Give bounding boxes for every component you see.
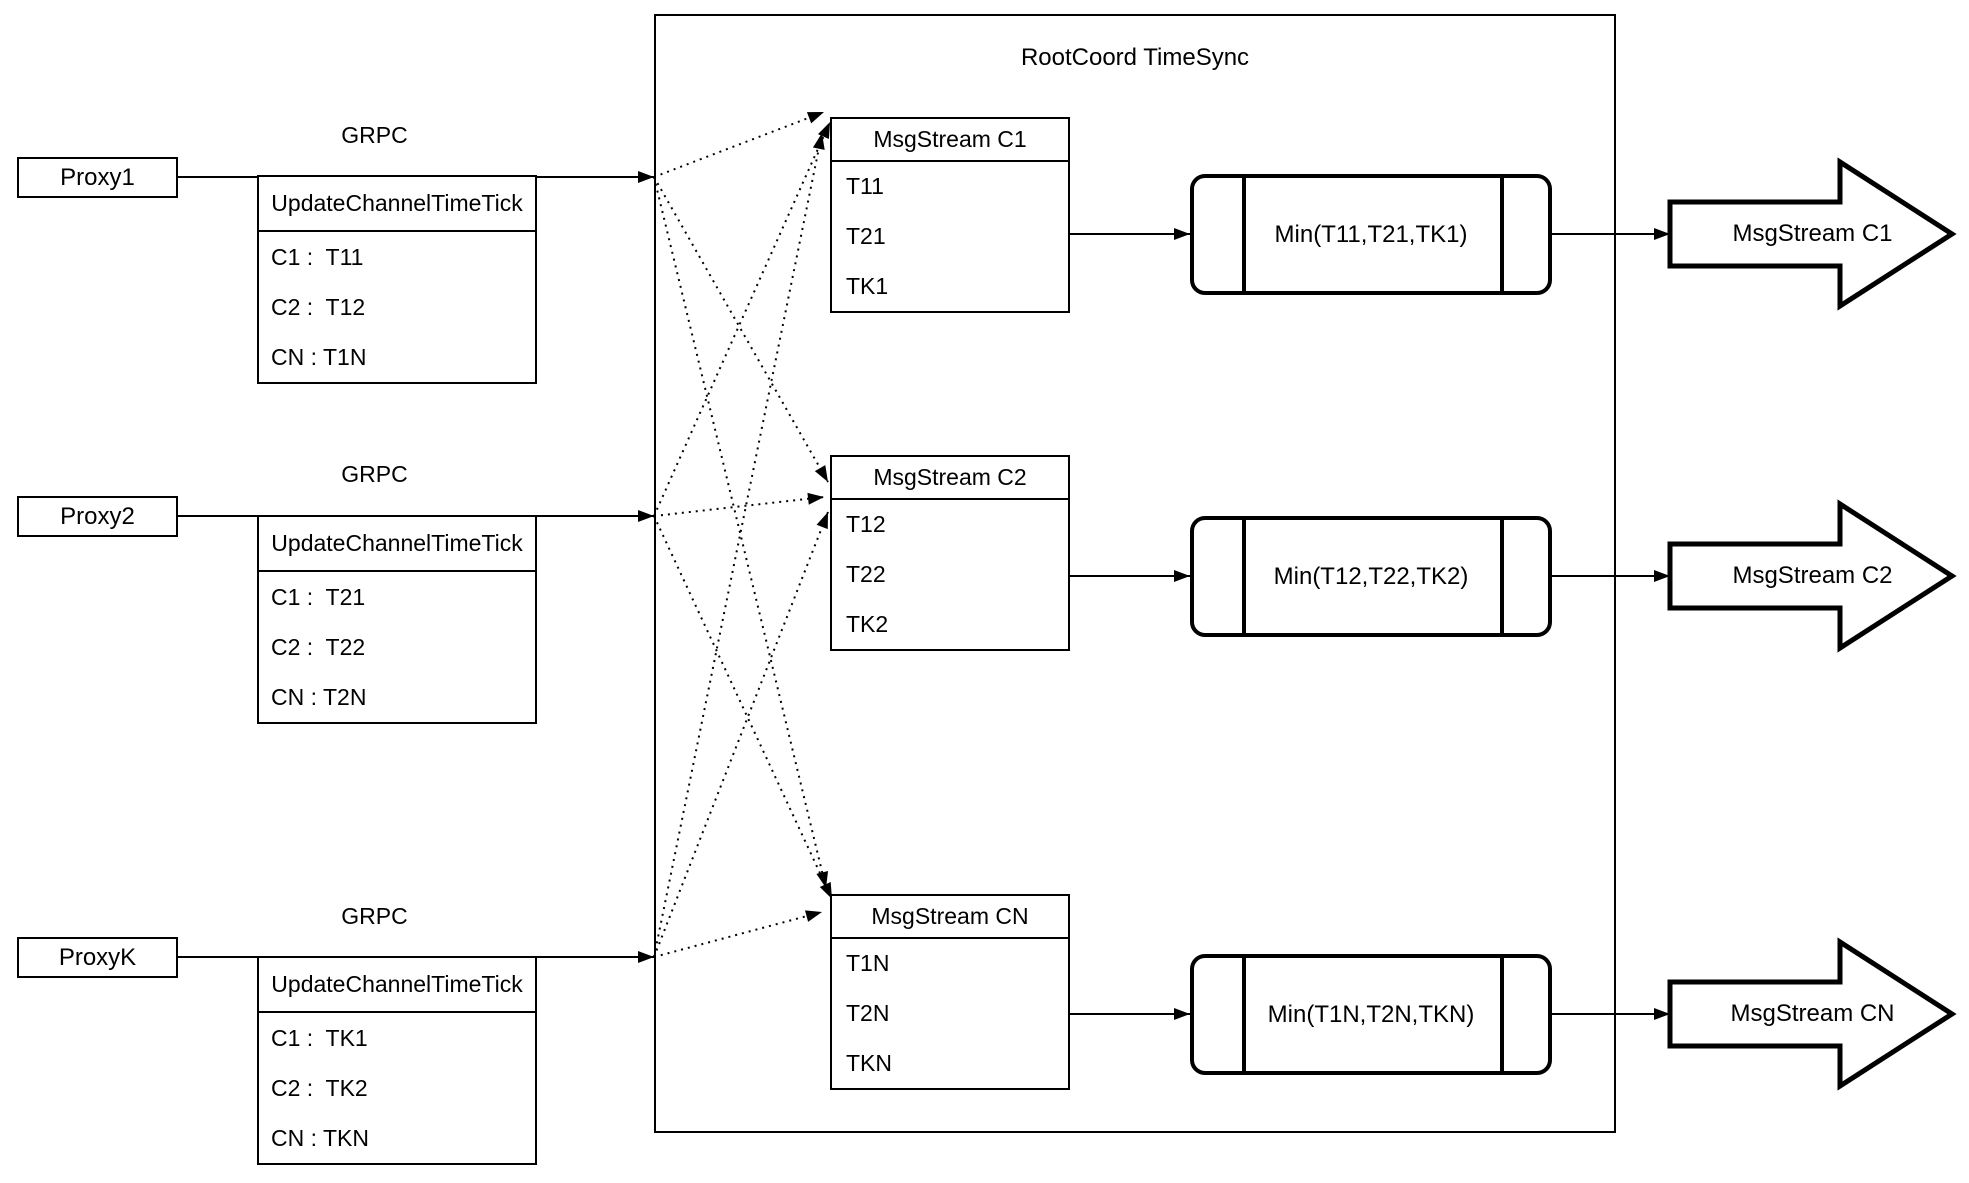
table-row: CN : TKN xyxy=(271,1124,369,1151)
min-label-c2: Min(T12,T22,TK2) xyxy=(1273,562,1469,590)
min-box-cn: Min(T1N,T2N,TKN) xyxy=(1190,954,1552,1075)
table-row: T1N xyxy=(846,950,890,977)
msgstream-cn-table: MsgStream CN T1N T2N TKN xyxy=(830,894,1070,1090)
update-timetick-body-2: C1 : T21 C2 : T22 CN : T2N xyxy=(259,572,535,722)
timetick-dispatch-lines xyxy=(653,111,833,958)
table-row: C1 : TK1 xyxy=(271,1024,368,1051)
msgstream-cn-body: T1N T2N TKN xyxy=(832,939,1068,1088)
proxyk-box: ProxyK xyxy=(17,937,178,978)
msgstream-c1-body: T11 T21 TK1 xyxy=(832,162,1068,311)
update-timetick-table-3: UpdateChannelTimeTick C1 : TK1 C2 : TK2 … xyxy=(257,956,537,1165)
min-label-c1: Min(T11,T21,TK1) xyxy=(1274,220,1468,248)
update-timetick-header-2: UpdateChannelTimeTick xyxy=(259,517,535,572)
update-timetick-header-1: UpdateChannelTimeTick xyxy=(259,177,535,232)
msgstream-c1-header: MsgStream C1 xyxy=(832,119,1068,162)
table-row: C1 : T21 xyxy=(271,583,366,610)
output-arrow-cn-label: MsgStream CN xyxy=(1730,1000,1895,1027)
table-row: TKN xyxy=(846,1049,892,1076)
update-timetick-table-1: UpdateChannelTimeTick C1 : T11 C2 : T12 … xyxy=(257,175,537,384)
min-box-divider xyxy=(1500,520,1504,633)
min-box-c1: Min(T11,T21,TK1) xyxy=(1190,174,1552,295)
msgstream-c2-table: MsgStream C2 T12 T22 TK2 xyxy=(830,455,1070,651)
min-to-output-connectors xyxy=(1552,228,1670,1020)
table-row: T11 xyxy=(846,173,884,200)
update-timetick-body-1: C1 : T11 C2 : T12 CN : T1N xyxy=(259,232,535,382)
min-box-c2: Min(T12,T22,TK2) xyxy=(1190,516,1552,637)
table-row: TK1 xyxy=(846,272,889,299)
proxyk-label: ProxyK xyxy=(58,943,137,971)
table-row: C2 : T22 xyxy=(271,633,366,660)
output-arrow-shapes xyxy=(1667,157,1957,1091)
msgstream-c1-table: MsgStream C1 T11 T21 TK1 xyxy=(830,117,1070,313)
msgstream-c2-body: T12 T22 TK2 xyxy=(832,500,1068,649)
table-row: CN : T2N xyxy=(271,683,367,710)
output-arrow-c1-shape xyxy=(1667,157,1957,311)
table-row: C2 : TK2 xyxy=(271,1074,368,1101)
grpc-label-2: GRPC xyxy=(341,461,408,487)
msgstream-cn-header: MsgStream CN xyxy=(832,896,1068,939)
table-row: T22 xyxy=(846,561,886,587)
table-row: T21 xyxy=(846,223,886,249)
table-row: TK2 xyxy=(846,610,889,637)
min-box-divider xyxy=(1500,958,1504,1071)
min-box-divider xyxy=(1242,178,1246,291)
update-timetick-body-3: C1 : TK1 C2 : TK2 CN : TKN xyxy=(259,1013,535,1163)
proxy2-box: Proxy2 xyxy=(17,496,178,537)
update-timetick-table-2: UpdateChannelTimeTick C1 : T21 C2 : T22 … xyxy=(257,515,537,724)
min-box-divider xyxy=(1242,520,1246,633)
min-box-divider xyxy=(1500,178,1504,291)
min-label-cn: Min(T1N,T2N,TKN) xyxy=(1267,1000,1475,1028)
proxy1-box: Proxy1 xyxy=(17,157,178,198)
table-row: C2 : T12 xyxy=(271,293,366,320)
table-row: T12 xyxy=(846,511,886,538)
msgstream-to-min-connectors xyxy=(1070,228,1190,1020)
msgstream-c2-header: MsgStream C2 xyxy=(832,457,1068,500)
rootcoord-title: RootCoord TimeSync xyxy=(1020,44,1250,71)
proxy2-label: Proxy2 xyxy=(60,502,135,530)
rootcoord-container: RootCoord TimeSync xyxy=(654,14,1616,1133)
output-arrow-c2-label: MsgStream C2 xyxy=(1732,562,1893,589)
min-box-divider xyxy=(1242,958,1246,1071)
table-row: C1 : T11 xyxy=(271,243,364,270)
proxy1-label: Proxy1 xyxy=(60,163,135,191)
table-row: CN : T1N xyxy=(271,343,367,370)
grpc-label-1: GRPC xyxy=(341,122,408,148)
grpc-label-3: GRPC xyxy=(341,903,408,929)
update-timetick-header-3: UpdateChannelTimeTick xyxy=(259,958,535,1013)
output-arrow-c2-shape xyxy=(1667,499,1957,653)
table-row: T2N xyxy=(846,1000,890,1026)
output-arrow-cn-shape xyxy=(1667,937,1957,1091)
output-arrow-c1-label: MsgStream C1 xyxy=(1732,220,1893,247)
